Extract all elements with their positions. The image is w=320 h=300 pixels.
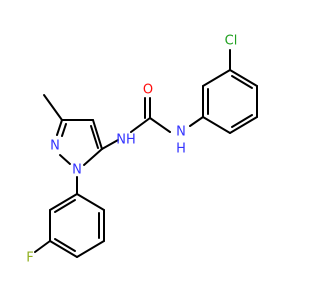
bond	[49, 193, 78, 211]
nh-label-right-h: H	[176, 142, 186, 157]
bond	[92, 119, 103, 150]
bond	[189, 116, 204, 127]
oxygen-label: O	[143, 83, 153, 98]
nh-label-left: NH	[116, 133, 136, 148]
bond	[231, 75, 253, 89]
pyrazole-n1-label: N	[72, 163, 82, 178]
nh-label-right-n: N	[176, 125, 186, 140]
bond-layer	[34, 49, 258, 258]
pyrazole-n2-label: N	[50, 139, 60, 154]
bond	[101, 139, 119, 150]
molecule-structure: Cl O NH N H N N F	[26, 34, 258, 266]
fluorine-label: F	[26, 251, 33, 266]
bond	[76, 240, 105, 258]
bond	[43, 94, 63, 121]
bond	[49, 240, 78, 258]
bond	[229, 116, 258, 134]
bond	[54, 238, 76, 252]
bond	[56, 119, 63, 136]
bond	[229, 69, 258, 87]
bond	[231, 114, 253, 128]
atom-label-layer: Cl O NH N H N N F	[26, 34, 237, 266]
bond	[90, 125, 99, 149]
bond	[130, 117, 151, 133]
bond	[202, 69, 231, 87]
bond	[34, 240, 51, 253]
bond	[202, 116, 231, 134]
bond	[61, 123, 67, 137]
bond	[149, 117, 171, 133]
bond	[76, 193, 105, 211]
bond	[83, 148, 103, 166]
bond	[59, 154, 71, 165]
bond	[54, 199, 76, 213]
chlorine-label: Cl	[225, 34, 238, 49]
